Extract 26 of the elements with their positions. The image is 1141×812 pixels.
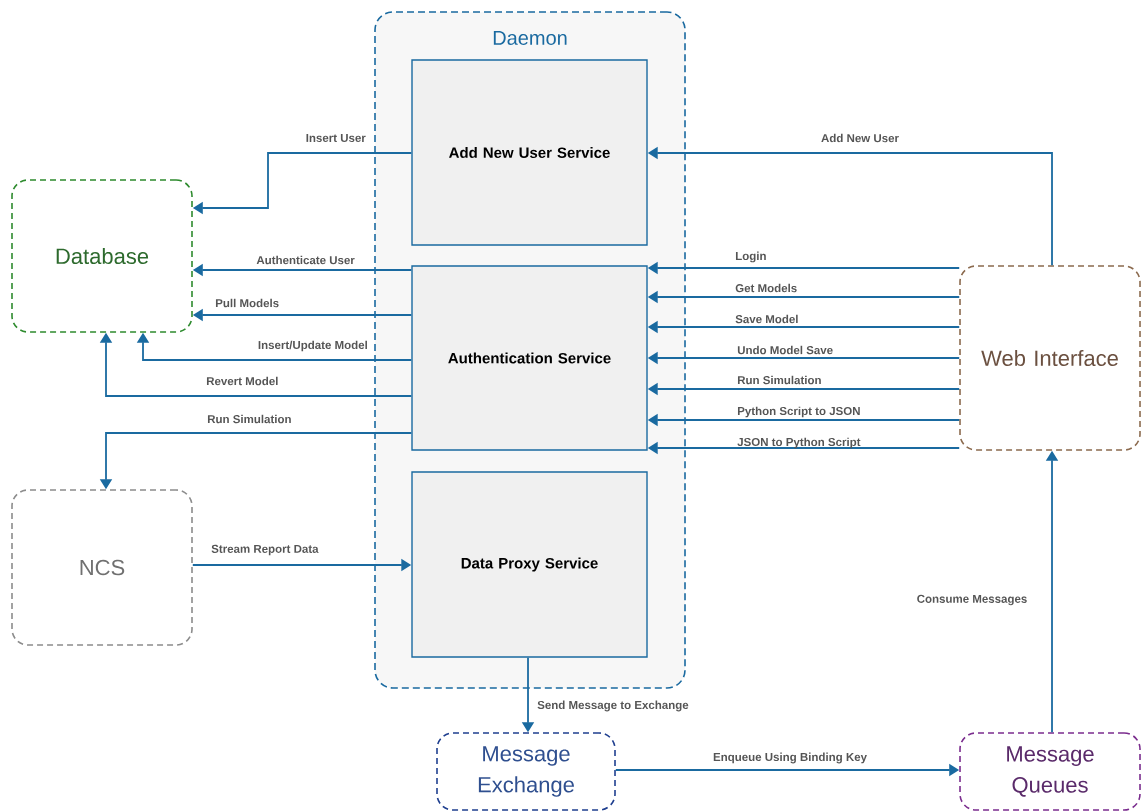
edge-label: Undo Model Save <box>737 345 833 355</box>
edge-label: Insert/Update Model <box>258 340 367 352</box>
edge-label: Get Models <box>735 283 797 293</box>
edge-label: Stream Report Data <box>211 544 319 556</box>
edge-label: Python Script to JSON <box>738 406 860 418</box>
edge-label: Run Simulation <box>207 414 291 424</box>
edge-label: Insert User <box>306 134 366 142</box>
edge-label: Run Simulation <box>738 375 821 385</box>
edge-label: Save Model <box>735 314 798 324</box>
edge-label: Login <box>736 251 766 263</box>
edge-label: Pull Models <box>215 298 279 308</box>
edge-label: Revert Model <box>206 376 278 386</box>
component-box: NCS <box>11 489 193 646</box>
component-box: Web Interface <box>959 265 1141 451</box>
edge-label: Send Message to Exchange <box>537 700 689 712</box>
service-box: Data Proxy Service <box>411 471 648 658</box>
edge-label: JSON to Python Script <box>737 437 861 449</box>
edge-label: Add New User <box>821 133 899 143</box>
component-box: Message Exchange <box>436 732 616 811</box>
component-box: Database <box>11 179 193 333</box>
edge-label: Consume Messages <box>917 594 1027 606</box>
service-box: Authentication Service <box>411 265 648 451</box>
service-box: Add New User Service <box>411 59 648 246</box>
edge-label: Authenticate User <box>256 255 355 265</box>
edge-label: Enqueue Using Binding Key <box>713 752 867 764</box>
component-box: Message Queues <box>959 732 1141 811</box>
